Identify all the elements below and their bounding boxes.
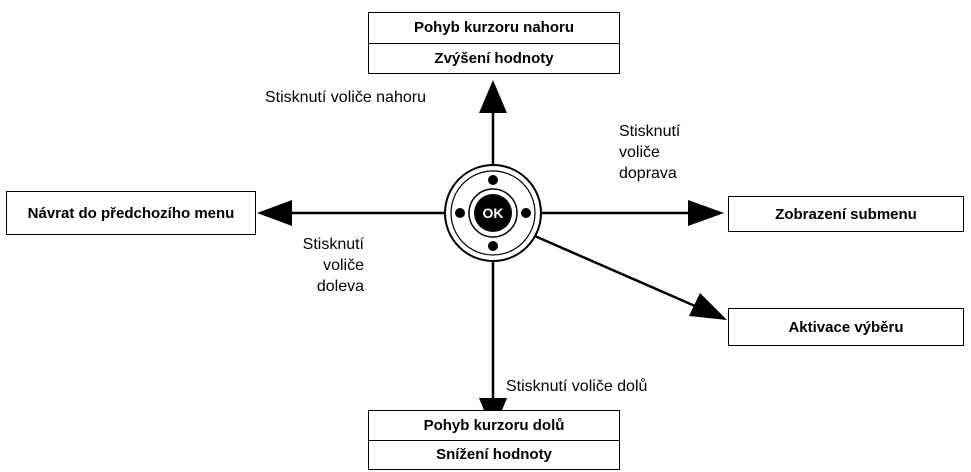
up-result-line1: Pohyb kurzoru nahoru — [413, 19, 574, 37]
left-result-box: Návrat do předchozího menu — [6, 191, 256, 235]
ok-label: OK — [483, 205, 504, 221]
select-result-box: Aktivace výběru — [728, 308, 964, 346]
down-result-line1: Pohyb kurzoru dolů — [423, 416, 565, 434]
right-result-box: Zobrazení submenu — [728, 196, 964, 232]
down-result-line2: Snížení hodnoty — [369, 439, 619, 470]
ok-button — [474, 194, 512, 232]
press-right-line1: Stisknutí — [619, 123, 681, 140]
multi-selector: OK — [444, 164, 542, 262]
selector-right-dot — [521, 208, 531, 218]
selector-left-dot — [455, 208, 465, 218]
press-right-line2: voliče — [619, 144, 660, 161]
up-result-line2: Zvýšení hodnoty — [369, 42, 619, 74]
select-result-text: Aktivace výběru — [788, 318, 904, 336]
press-left-line1: Stisknutí — [302, 236, 364, 253]
selector-up-dot — [488, 175, 498, 185]
up-arrowhead — [479, 80, 507, 113]
press-left-line2: voliče — [323, 257, 364, 274]
left-arrowhead — [257, 200, 292, 226]
press-up-label: Stisknutí voliče nahoru — [265, 89, 426, 106]
left-result-text: Návrat do předchozího menu — [27, 204, 235, 222]
press-right-label: Stisknutí voliče doprava — [619, 121, 680, 184]
press-right-line3: doprava — [619, 165, 677, 182]
down-result-box: Pohyb kurzoru dolů Snížení hodnoty — [368, 410, 620, 470]
selector-down-dot — [488, 241, 498, 251]
up-result-box: Pohyb kurzoru nahoru Zvýšení hodnoty — [368, 12, 620, 74]
diagonal-arrowhead — [689, 293, 727, 320]
press-down-label: Stisknutí voliče dolů — [506, 378, 648, 395]
press-left-label: Stisknutí voliče doleva — [268, 234, 364, 297]
press-left-line3: doleva — [316, 278, 364, 295]
right-result-text: Zobrazení submenu — [775, 205, 917, 223]
diagonal-arrow-line — [504, 221, 696, 308]
right-arrowhead — [688, 200, 724, 226]
